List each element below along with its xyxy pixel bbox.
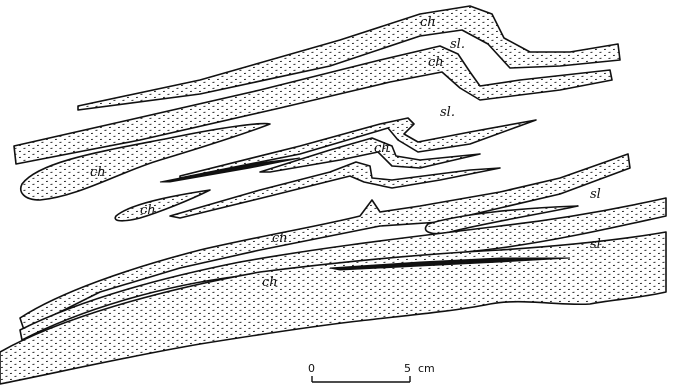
- scale-unit-label: cm: [418, 362, 435, 375]
- label-ch-top: ch: [420, 15, 436, 30]
- label-sl-right: sl: [590, 187, 601, 202]
- label-ch-fold: ch: [374, 141, 390, 156]
- label-sl-lower: sl.: [590, 237, 605, 252]
- label-ch-lower: ch: [272, 231, 288, 246]
- chert-lens-small: [115, 190, 210, 221]
- scale-end-label: 5: [404, 362, 411, 375]
- label-ch-second: ch: [428, 55, 444, 70]
- chert-layer-top: [78, 6, 620, 110]
- label-ch-small: ch: [140, 203, 156, 218]
- label-sl-middle: sl.: [440, 105, 455, 120]
- label-sl-top: sl.: [450, 37, 465, 52]
- scale-start-label: 0: [308, 362, 315, 375]
- label-ch-bottom: ch: [262, 275, 278, 290]
- label-ch-left: ch: [90, 165, 106, 180]
- scale-bar: 0 5 cm: [308, 362, 435, 382]
